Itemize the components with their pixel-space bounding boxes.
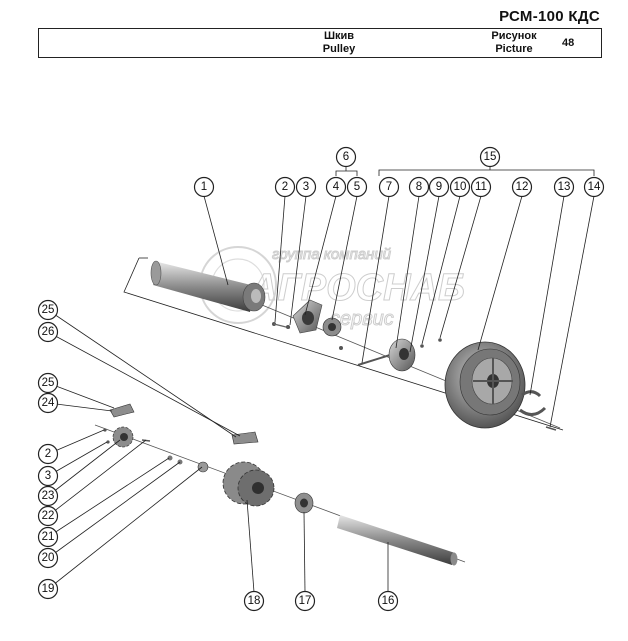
callout-13: 13 [553, 176, 575, 198]
part-title: Шкив Pulley [309, 30, 369, 56]
svg-text:20: 20 [42, 552, 55, 564]
callout-24: 24 [37, 392, 59, 414]
header-box: Шкив Pulley Рисунок Picture 48 [38, 28, 602, 58]
svg-text:10: 10 [454, 181, 467, 193]
svg-text:2: 2 [45, 448, 51, 460]
pin-3 [286, 325, 290, 329]
callout-3-top: 3 [295, 176, 317, 198]
picture-label-ru: Рисунок [491, 30, 537, 42]
small-sprocket [112, 426, 134, 448]
svg-text:9: 9 [436, 181, 442, 193]
callout-8: 8 [408, 176, 430, 198]
part-title-en: Pulley [322, 43, 356, 55]
chain-link-24 [109, 403, 135, 418]
callout-1: 1 [193, 176, 215, 198]
svg-text:1: 1 [201, 181, 207, 193]
svg-text:3: 3 [45, 470, 51, 482]
svg-text:8: 8 [416, 181, 422, 193]
svg-text:19: 19 [42, 583, 55, 595]
svg-text:26: 26 [42, 326, 55, 338]
pin-lower-3 [106, 440, 110, 444]
picture-label: Рисунок Picture [479, 30, 549, 56]
bearing-17 [294, 492, 314, 514]
upper-assembly-frame [123, 257, 564, 431]
callout-14: 14 [583, 176, 605, 198]
svg-text:7: 7 [386, 181, 392, 193]
pin-lower-2 [103, 428, 107, 432]
svg-text:18: 18 [248, 595, 261, 607]
washer-21 [167, 455, 173, 461]
callout-15: 15 [479, 146, 501, 168]
callout-25-a: 25 [37, 299, 59, 321]
callout-18: 18 [243, 590, 265, 612]
pulley-hub [388, 338, 416, 372]
callout-3-bottom: 3 [37, 465, 59, 487]
callout-4: 4 [325, 176, 347, 198]
lower-shaft [337, 515, 458, 566]
callout-16: 16 [377, 590, 399, 612]
double-sprocket [222, 461, 275, 507]
svg-text:2: 2 [282, 181, 288, 193]
bearing-5 [322, 317, 342, 337]
bolt-14 [545, 426, 557, 431]
callout-19: 19 [37, 578, 59, 600]
callout-21: 21 [37, 526, 59, 548]
washer-19 [197, 461, 209, 473]
callout-25-b: 25 [37, 372, 59, 394]
callout-20: 20 [37, 547, 59, 569]
bolt-7 [357, 354, 391, 366]
callout-2-top: 2 [274, 176, 296, 198]
watermark-line3: сервис [330, 308, 394, 330]
svg-text:25: 25 [42, 304, 55, 316]
picture-label-en: Picture [495, 43, 533, 55]
callout-10: 10 [449, 176, 471, 198]
part-title-ru: Шкив [323, 30, 355, 42]
watermark: группа компаний АГРОСНАБ сервис [199, 246, 465, 331]
svg-text:3: 3 [303, 181, 309, 193]
callout-9: 9 [428, 176, 450, 198]
split-ring [519, 390, 547, 416]
callout-23: 23 [37, 485, 59, 507]
svg-text:13: 13 [558, 181, 571, 193]
callout-7: 7 [378, 176, 400, 198]
picture-number: 48 [562, 37, 575, 49]
callout-26: 26 [37, 321, 59, 343]
model-name: РСМ-100 КДС [499, 8, 600, 25]
svg-text:17: 17 [299, 595, 312, 607]
svg-text:11: 11 [475, 181, 487, 193]
callout-17: 17 [294, 590, 316, 612]
shaft-tube [150, 260, 266, 312]
callout-6: 6 [335, 146, 357, 168]
leader-lines [47, 166, 595, 593]
svg-text:12: 12 [516, 181, 529, 193]
svg-text:15: 15 [484, 151, 497, 163]
svg-text:22: 22 [42, 510, 55, 522]
svg-text:25: 25 [42, 377, 55, 389]
callout-12: 12 [511, 176, 533, 198]
bolt-head [339, 346, 343, 350]
svg-text:6: 6 [343, 151, 349, 163]
svg-text:21: 21 [42, 531, 55, 543]
svg-text:4: 4 [333, 181, 340, 193]
svg-text:16: 16 [382, 595, 395, 607]
callout-5: 5 [346, 176, 368, 198]
svg-text:23: 23 [42, 490, 55, 502]
watermark-line1: группа компаний [272, 246, 392, 263]
callout-22: 22 [37, 505, 59, 527]
svg-text:24: 24 [42, 397, 55, 409]
svg-text:5: 5 [354, 181, 360, 193]
callout-2-bottom: 2 [37, 443, 59, 465]
pulley [444, 341, 526, 429]
watermark-line2: АГРОСНАБ [249, 267, 465, 309]
svg-text:14: 14 [588, 181, 601, 193]
callout-11: 11 [470, 176, 492, 198]
